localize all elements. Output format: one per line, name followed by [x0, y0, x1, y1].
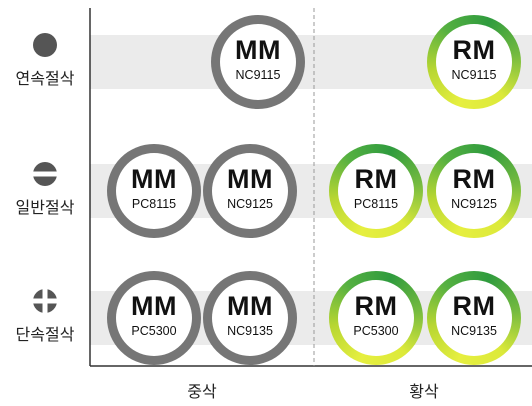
badge-face: MM PC5300	[116, 280, 192, 356]
badge-code: NC9135	[451, 324, 497, 338]
badge-grade: MM	[131, 291, 177, 321]
row-label: 연속절삭	[15, 69, 75, 88]
badge-grade: MM	[235, 35, 281, 65]
badge-grade: RM	[354, 164, 398, 194]
badge-code: PC5300	[131, 324, 177, 338]
badge-face: RM NC9115	[436, 24, 512, 100]
badge-grade: RM	[452, 291, 496, 321]
grade-badge-rm-nc9115: RM NC9115	[427, 15, 521, 109]
badge-face: MM NC9115	[220, 24, 296, 100]
badge-face: RM NC9135	[436, 280, 512, 356]
grade-badge-rm-pc5300: RM PC5300	[329, 271, 423, 365]
grade-badge-rm-nc9125: RM NC9125	[427, 144, 521, 238]
grade-badge-mm-nc9115: MM NC9115	[211, 15, 305, 109]
column-label: 황삭	[409, 382, 439, 401]
column-label: 중삭	[187, 382, 217, 401]
badge-code: NC9125	[227, 197, 273, 211]
badge-face: MM NC9125	[212, 153, 288, 229]
grade-badge-mm-nc9125: MM NC9125	[203, 144, 297, 238]
general-cutting-icon	[32, 161, 58, 187]
badge-face: MM NC9135	[212, 280, 288, 356]
interrupted-cutting-icon	[32, 288, 58, 314]
grade-badge-rm-nc9135: RM NC9135	[427, 271, 521, 365]
grade-badge-mm-pc5300: MM PC5300	[107, 271, 201, 365]
row-label: 일반절삭	[15, 198, 75, 217]
badge-code: NC9115	[451, 68, 497, 82]
badge-face: MM PC8115	[116, 153, 192, 229]
badge-grade: MM	[227, 291, 273, 321]
continuous-cutting-icon	[32, 32, 58, 58]
badge-code: PC5300	[353, 324, 399, 338]
badge-code: NC9135	[227, 324, 273, 338]
badge-code: PC8115	[353, 197, 399, 211]
badge-grade: MM	[227, 164, 273, 194]
grade-badge-mm-nc9135: MM NC9135	[203, 271, 297, 365]
badge-code: NC9115	[235, 68, 281, 82]
badge-face: RM PC8115	[338, 153, 414, 229]
badge-grade: MM	[131, 164, 177, 194]
badge-code: PC8115	[131, 197, 177, 211]
row-label: 단속절삭	[15, 325, 75, 344]
badge-grade: RM	[452, 35, 496, 65]
grade-badge-mm-pc8115: MM PC8115	[107, 144, 201, 238]
badge-grade: RM	[354, 291, 398, 321]
grade-badge-rm-pc8115: RM PC8115	[329, 144, 423, 238]
badge-face: RM NC9125	[436, 153, 512, 229]
badge-grade: RM	[452, 164, 496, 194]
badge-face: RM PC5300	[338, 280, 414, 356]
badge-code: NC9125	[451, 197, 497, 211]
